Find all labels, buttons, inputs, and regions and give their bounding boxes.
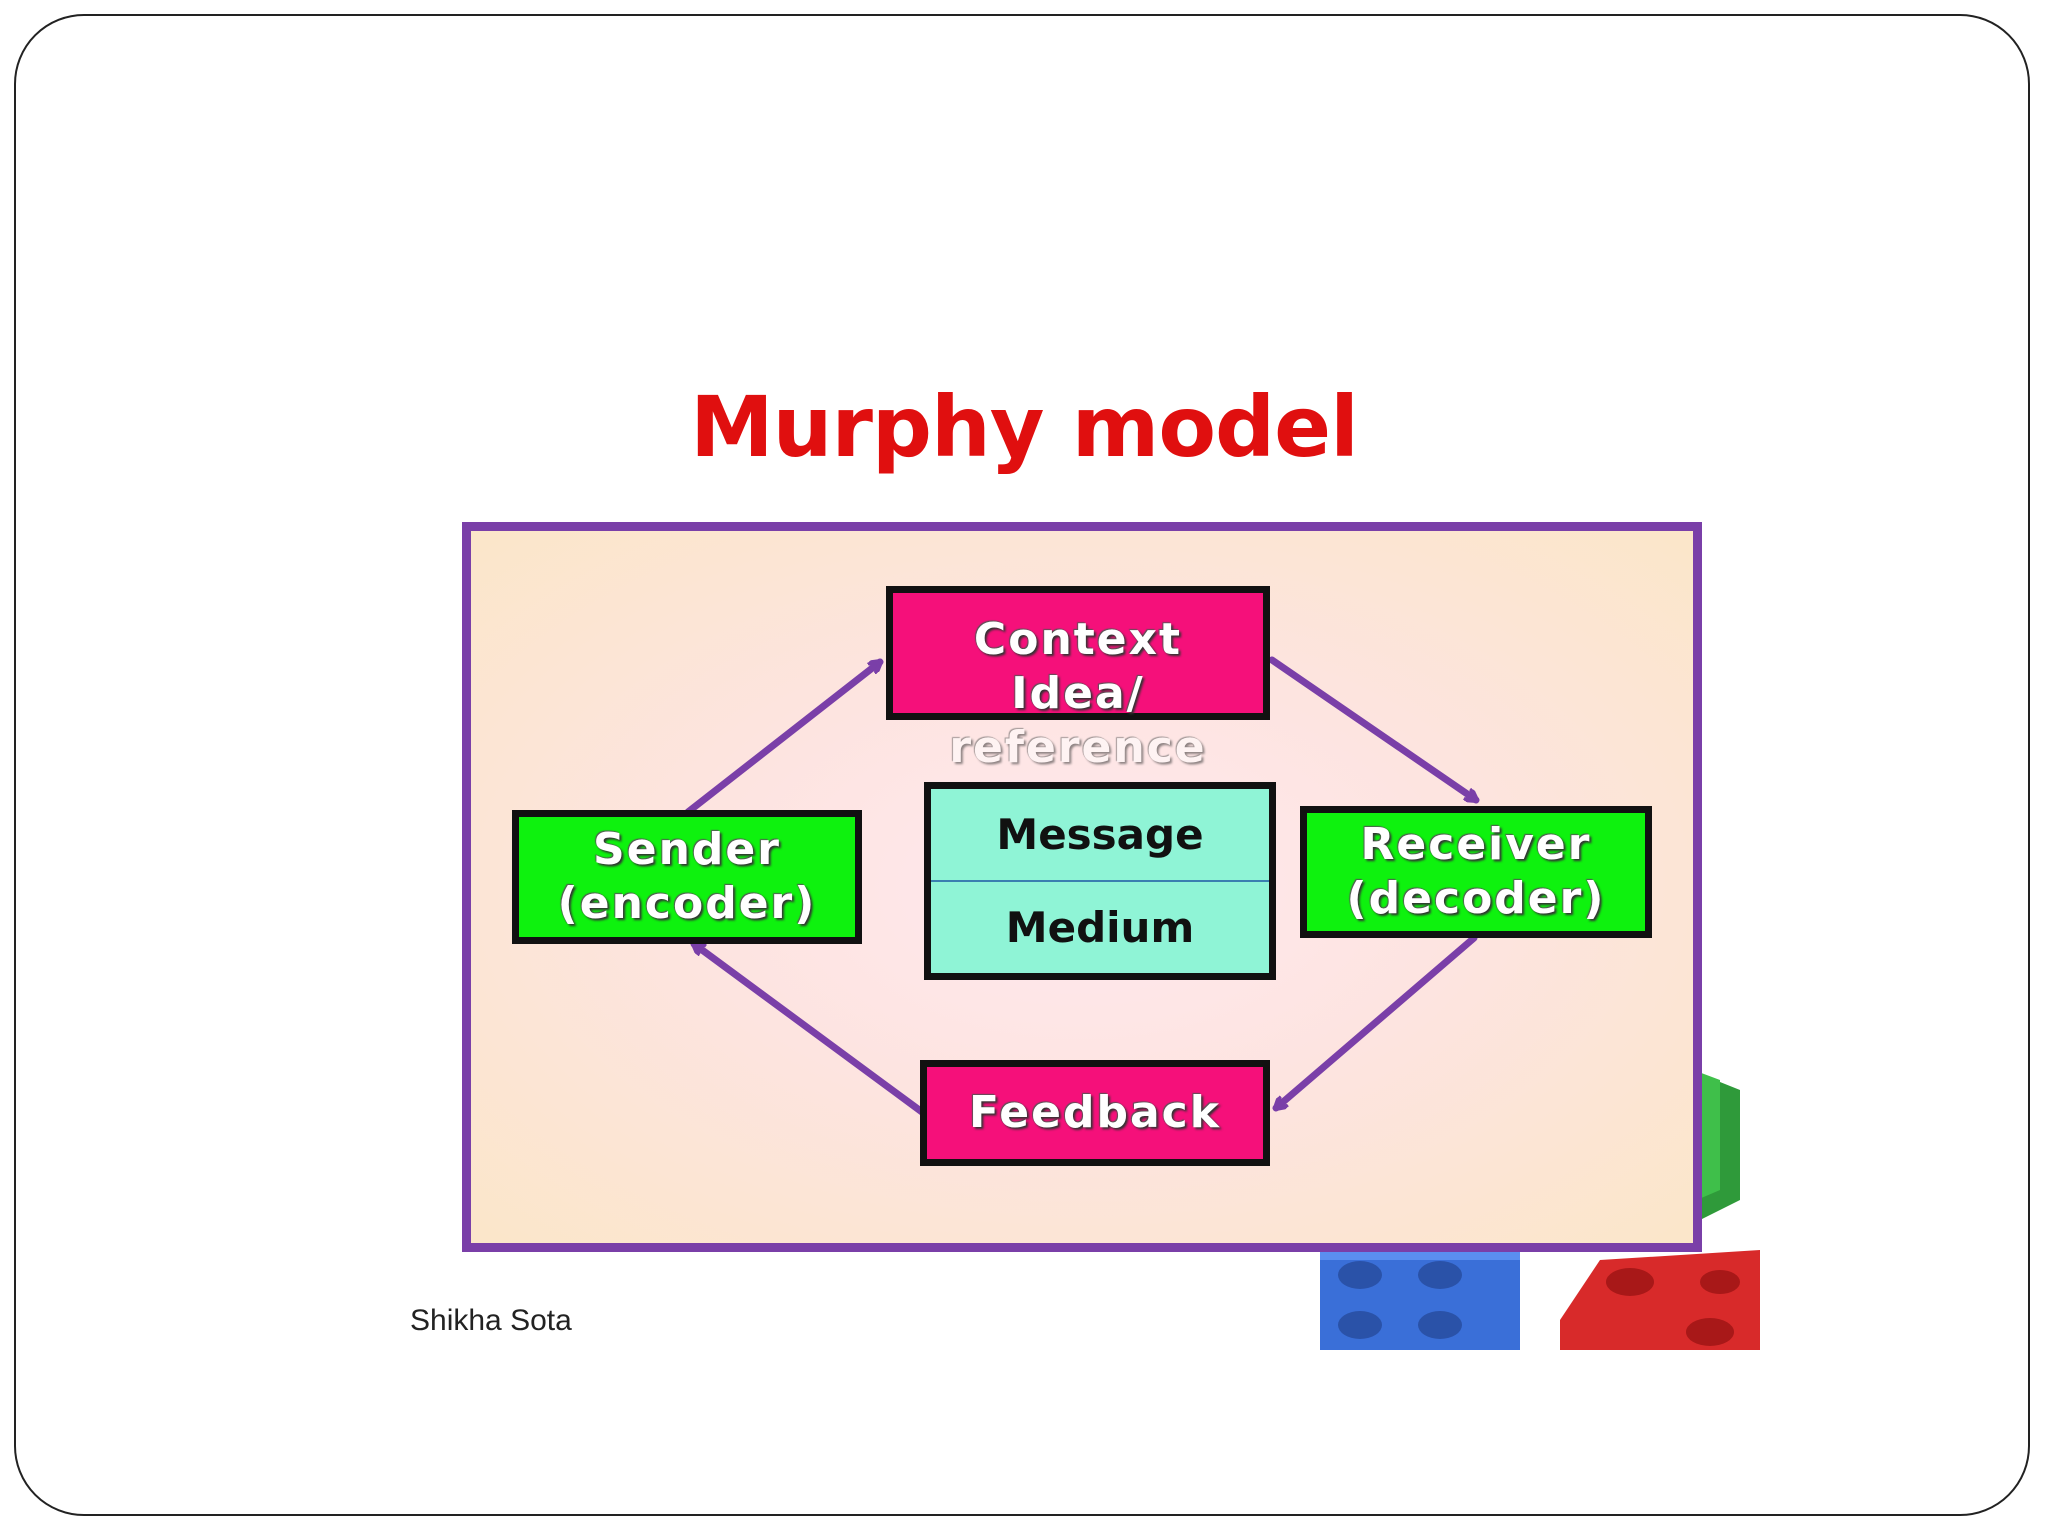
message-medium-box: Message Medium (924, 782, 1276, 980)
receiver-label: Receiver (1360, 819, 1592, 870)
message-section: Message (931, 789, 1269, 880)
sender-label: Sender (593, 824, 781, 875)
sender-box: Sender (encoder) (512, 810, 862, 944)
reference-label: reference (949, 722, 1207, 773)
arrow-receiver-to-feedback (1276, 934, 1478, 1108)
author-name: Shikha Sota (410, 1304, 572, 1337)
medium-section: Medium (931, 882, 1269, 973)
context-label: Context (973, 614, 1183, 665)
message-label: Message (996, 810, 1204, 859)
arrow-context-to-receiver (1268, 656, 1476, 804)
decoder-label: (decoder) (1346, 873, 1606, 924)
context-box: Context Idea/ reference (886, 586, 1270, 773)
slide-title: Murphy model (690, 378, 1359, 476)
receiver-box: Receiver (decoder) (1300, 806, 1652, 938)
feedback-label: Feedback (969, 1087, 1221, 1138)
message-divider (931, 880, 1269, 882)
arrow-sender-to-context (684, 662, 880, 816)
feedback-box: Feedback (920, 1060, 1270, 1166)
encoder-label: (encoder) (557, 878, 817, 929)
medium-label: Medium (1005, 903, 1195, 952)
arrow-feedback-to-sender (694, 944, 926, 1116)
idea-label: Idea/ (1011, 668, 1145, 719)
